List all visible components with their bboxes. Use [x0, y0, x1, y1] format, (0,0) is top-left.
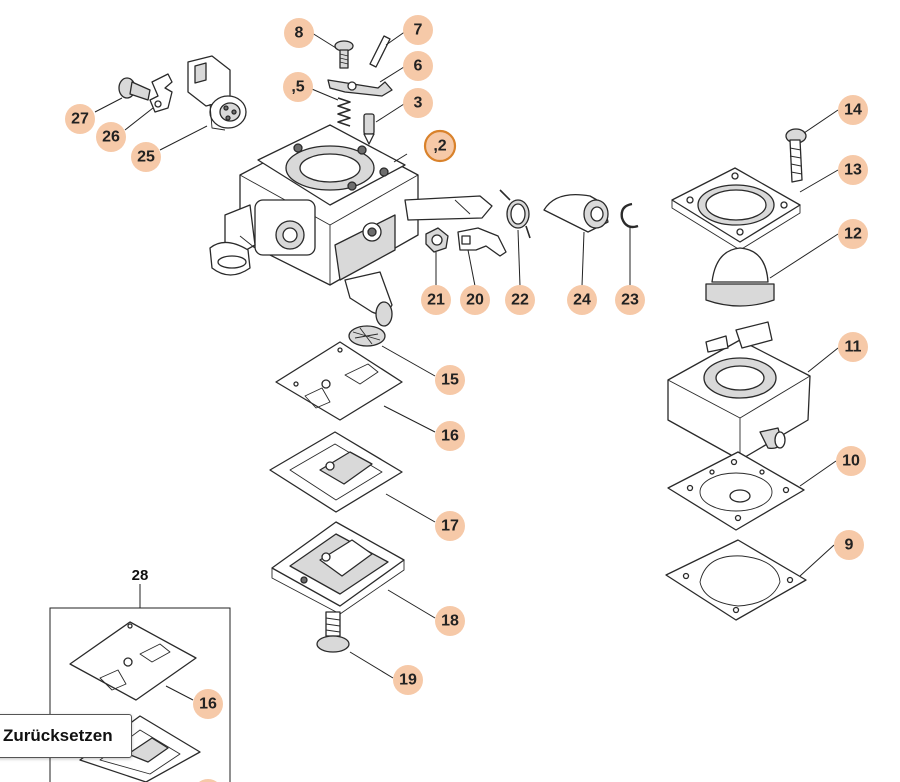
svg-text:25: 25 — [137, 149, 155, 166]
svg-text:7: 7 — [414, 22, 423, 39]
svg-text:26: 26 — [102, 129, 120, 146]
svg-text:14: 14 — [844, 102, 862, 119]
gasket-9[interactable] — [665, 539, 807, 621]
screw-27[interactable] — [118, 77, 151, 101]
nut-21[interactable] — [425, 227, 449, 253]
callout-24[interactable]: 24 — [567, 285, 597, 315]
callout-8[interactable]: 8 — [284, 18, 314, 48]
svg-text:,2: ,2 — [433, 138, 446, 155]
callout-6[interactable]: 6 — [403, 51, 433, 81]
svg-text:20: 20 — [466, 292, 484, 309]
svg-text:,5: ,5 — [291, 79, 304, 96]
callout-22[interactable]: 22 — [505, 285, 535, 315]
metering-cover-18[interactable] — [271, 521, 405, 615]
kit-label-28[interactable]: 28 — [132, 567, 149, 584]
svg-text:12: 12 — [844, 226, 862, 243]
leader-lines — [94, 30, 839, 701]
callout-7[interactable]: 7 — [403, 15, 433, 45]
callout-17[interactable]: 17 — [435, 511, 465, 541]
screw-8[interactable] — [334, 40, 354, 69]
reset-button[interactable]: Zurücksetzen — [0, 714, 132, 758]
lever-6[interactable] — [327, 79, 393, 97]
svg-text:19: 19 — [399, 672, 417, 689]
callout-25[interactable]: 25 — [131, 142, 161, 172]
svg-text:24: 24 — [573, 292, 591, 309]
callout-20[interactable]: 20 — [460, 285, 490, 315]
svg-text:8: 8 — [295, 25, 304, 42]
kit-diaphragm-17[interactable] — [79, 715, 201, 782]
callout-15[interactable]: 15 — [435, 365, 465, 395]
callout-11[interactable]: 11 — [838, 332, 868, 362]
clip-26[interactable] — [149, 73, 173, 113]
throttle-shaft[interactable] — [404, 195, 493, 221]
callout-27[interactable]: 27 — [65, 104, 95, 134]
svg-text:18: 18 — [441, 613, 459, 630]
callout-19[interactable]: 19 — [393, 665, 423, 695]
callout-14[interactable]: 14 — [838, 95, 868, 125]
callout-26[interactable]: 26 — [96, 122, 126, 152]
svg-text:27: 27 — [71, 111, 89, 128]
connector-25[interactable] — [187, 55, 247, 131]
svg-text:16: 16 — [441, 428, 459, 445]
callout-5[interactable]: ,5 — [283, 72, 313, 102]
callout-kit-16[interactable]: 16 — [193, 689, 223, 719]
svg-text:23: 23 — [621, 292, 639, 309]
screw-14[interactable] — [785, 128, 807, 183]
callout-13[interactable]: 13 — [838, 155, 868, 185]
gasket-16[interactable] — [275, 341, 403, 421]
spring-5[interactable] — [337, 97, 351, 127]
svg-text:3: 3 — [414, 95, 423, 112]
needle-3[interactable] — [363, 113, 375, 145]
callout-16[interactable]: 16 — [435, 421, 465, 451]
svg-text:15: 15 — [441, 372, 459, 389]
primer-bulb-12[interactable] — [705, 247, 775, 307]
callout-9[interactable]: 9 — [834, 530, 864, 560]
pump-cover-13[interactable] — [671, 167, 801, 251]
callout-23[interactable]: 23 — [615, 285, 645, 315]
svg-text:17: 17 — [441, 518, 459, 535]
svg-text:16: 16 — [199, 696, 217, 713]
svg-text:21: 21 — [427, 292, 445, 309]
filter-screen-15[interactable] — [348, 325, 386, 347]
cam-24[interactable] — [543, 193, 609, 233]
svg-text:11: 11 — [845, 339, 862, 356]
callout-12[interactable]: 12 — [838, 219, 868, 249]
pin-7[interactable] — [369, 35, 391, 68]
torsion-spring-22[interactable] — [499, 189, 531, 239]
svg-text:22: 22 — [511, 292, 529, 309]
callout-3[interactable]: 3 — [403, 88, 433, 118]
diaphragm-17[interactable] — [269, 431, 403, 513]
diaphragm-10[interactable] — [667, 451, 805, 531]
callout-kit-partial — [199, 779, 217, 782]
callout-21[interactable]: 21 — [421, 285, 451, 315]
svg-text:9: 9 — [845, 537, 854, 554]
screw-19[interactable] — [316, 611, 350, 653]
callout-10[interactable]: 10 — [836, 446, 866, 476]
callout-18[interactable]: 18 — [435, 606, 465, 636]
svg-text:10: 10 — [842, 453, 860, 470]
carburetor-body[interactable] — [209, 124, 419, 327]
kit-gasket-16[interactable] — [69, 621, 197, 701]
svg-text:6: 6 — [414, 58, 423, 75]
lever-20[interactable] — [457, 227, 507, 257]
pump-housing-11[interactable] — [667, 321, 811, 461]
callout-2[interactable]: ,2 — [423, 129, 457, 163]
e-clip-23[interactable] — [620, 202, 639, 229]
svg-text:13: 13 — [844, 162, 862, 179]
